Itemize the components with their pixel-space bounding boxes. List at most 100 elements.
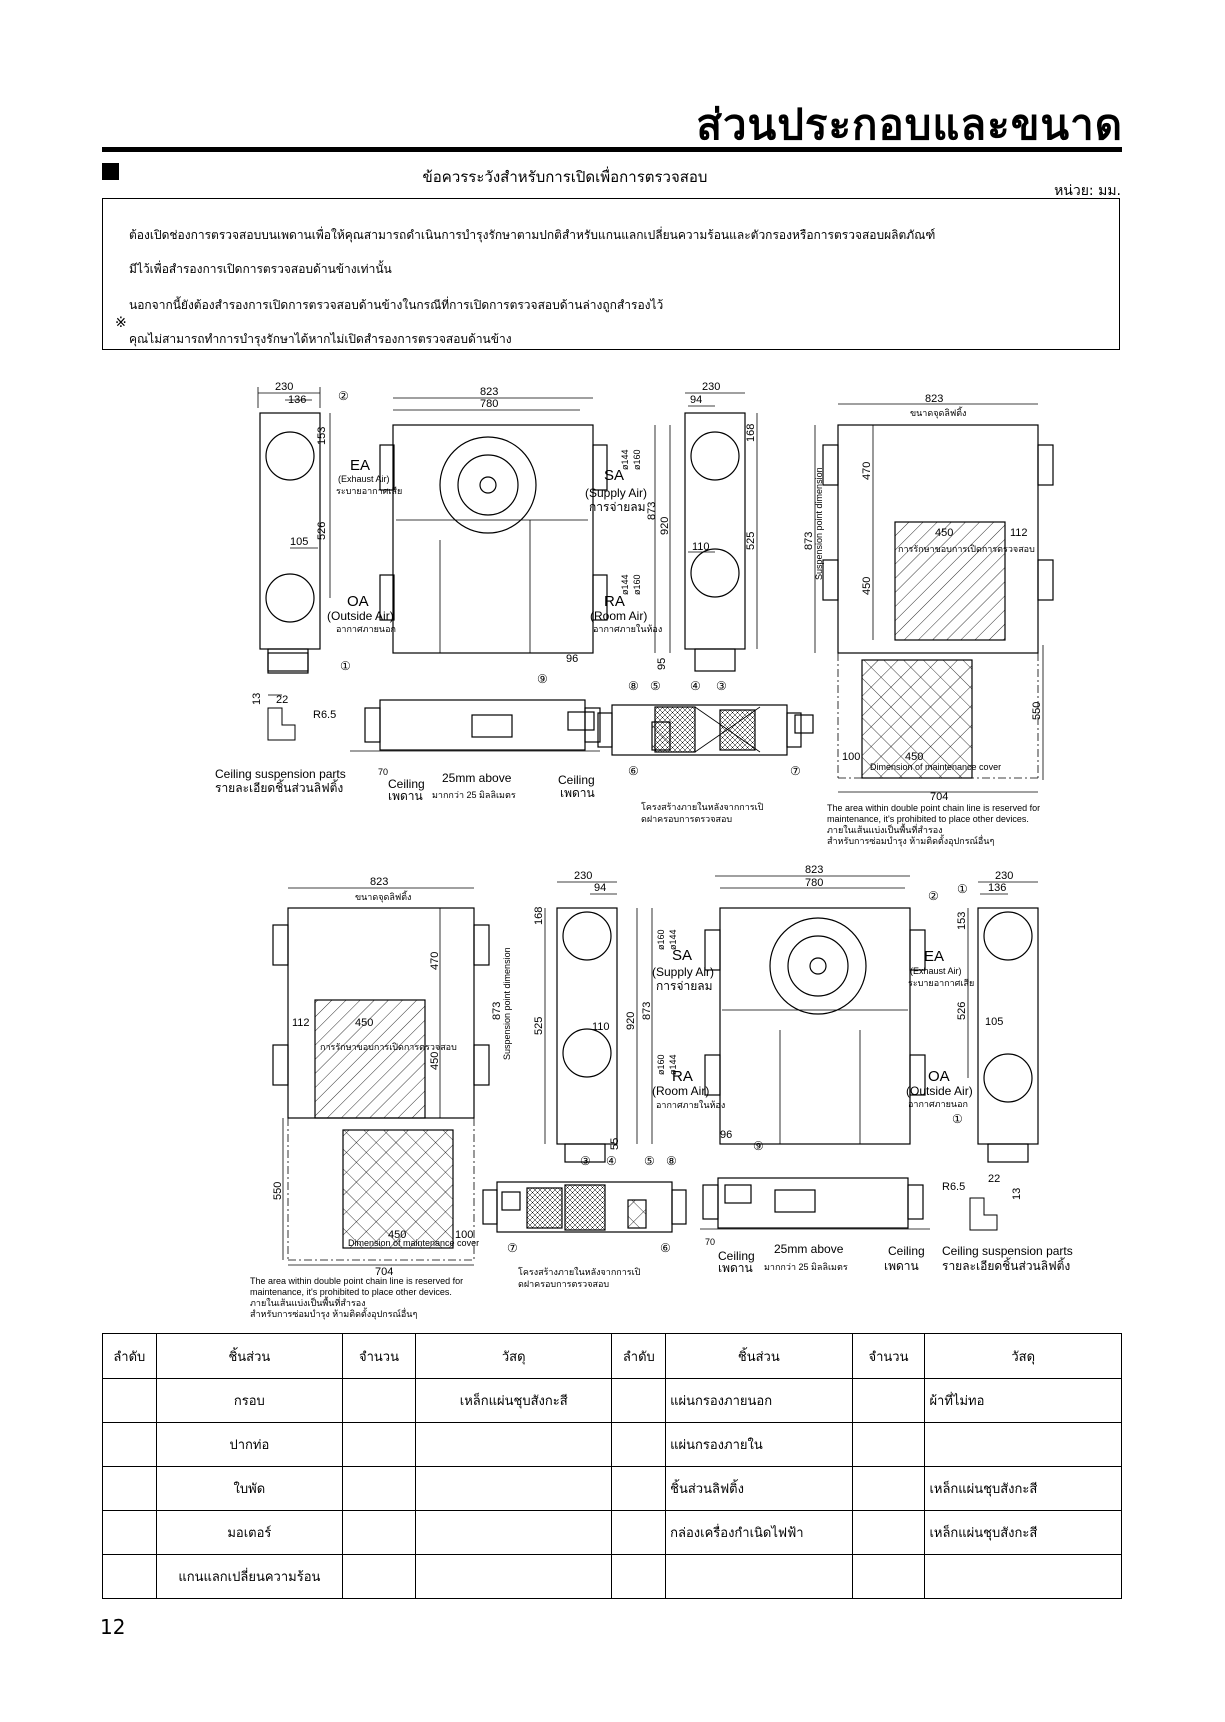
table-cell: กล่องเครื่องกำเนิดไฟฟ้า [665, 1510, 853, 1555]
callout-6: ⑥ [628, 764, 639, 778]
table-cell [851, 1466, 926, 1511]
table-cell [924, 1422, 1122, 1467]
area-note: ภายในเส้นแบ่งเป็นพื้นที่สำรอง [827, 823, 943, 835]
dim-label: 704 [375, 1266, 393, 1278]
ea-label: EA [350, 457, 370, 474]
notice-line: ต้องเปิดช่องการตรวจสอบบนเพดานเพื่อให้คุณ… [129, 228, 936, 242]
table-cell [611, 1466, 667, 1511]
notice-line: คุณไม่สามารถทำการบำรุงรักษาได้หากไม่เปิด… [129, 332, 512, 346]
dim-label: 22 [988, 1173, 1000, 1185]
callout-8: ⑧ [666, 1154, 677, 1168]
service-dim-label: การรักษาขอบการเปิดการตรวจสอบ [898, 544, 1035, 554]
table-cell: มอเตอร์ [155, 1510, 344, 1555]
header-material: วัสดุ [414, 1333, 613, 1379]
supply-air-th-label: การจ่ายลม [656, 979, 713, 993]
ceiling-suspension-parts-label: Ceiling suspension parts [215, 767, 346, 781]
page-title: ส่วนประกอบและขนาด [696, 100, 1123, 149]
dim-label: 470 [429, 952, 441, 970]
table-cell [851, 1378, 926, 1423]
title-rule [102, 147, 1122, 152]
table-cell [342, 1510, 416, 1555]
section-title: ข้อควรระวังสำหรับการเปิดเพื่อการตรวจสอบ [422, 168, 708, 186]
sa-label: SA [604, 467, 624, 484]
callout-1: ① [340, 659, 351, 673]
outside-air-th-label: อากาศภายนอก [336, 624, 396, 634]
dim-label: 873 [641, 1002, 653, 1020]
dim-label: 450 [905, 751, 923, 763]
header-part: ชิ้นส่วน [155, 1333, 344, 1379]
table-cell: ชิ้นส่วนลิฟติ้ง [665, 1466, 853, 1511]
table-cell: เหล็กแผ่นชุบสังกะสี [924, 1510, 1122, 1555]
table-cell [665, 1554, 853, 1599]
callout-2: ② [338, 389, 349, 403]
radius-label: R6.5 [313, 709, 336, 721]
table-cell [414, 1510, 613, 1555]
room-air-label: (Room Air) [590, 609, 647, 623]
table-cell [342, 1422, 416, 1467]
callout-2: ② [928, 889, 939, 903]
dim-label: 110 [592, 1021, 610, 1033]
diameter-label: ø144 [668, 929, 678, 950]
table-row: แกนแลกเปลี่ยนความร้อน [102, 1554, 1122, 1599]
dim-label: 450 [935, 527, 953, 539]
table-cell: กรอบ [155, 1378, 344, 1423]
ceiling-suspension-parts-label: Ceiling suspension parts [942, 1244, 1073, 1258]
area-note: สำหรับการซ่อมบำรุง ห้ามติดตั้งอุปกรณ์อื่… [250, 1307, 417, 1320]
ceiling-th-label: เพดาน [560, 786, 595, 800]
ceiling-label: Ceiling [718, 1249, 755, 1263]
callout-9: ⑨ [753, 1139, 764, 1153]
area-note: maintenance, it's prohibited to place ot… [827, 814, 1029, 824]
dim-label: 704 [930, 791, 948, 803]
side-view-left-bottom [544, 881, 618, 1163]
dim-label: 96 [720, 1129, 732, 1141]
dim-label: 450 [861, 577, 873, 595]
area-note: maintenance, it's prohibited to place ot… [250, 1287, 452, 1297]
callout-5: ⑤ [644, 1154, 655, 1168]
page-number: 12 [100, 1615, 126, 1639]
side-view-right-top [684, 392, 758, 672]
area-note: สำหรับการซ่อมบำรุง ห้ามติดตั้งอุปกรณ์อื่… [827, 834, 994, 847]
outside-air-th-label: อากาศภายนอก [908, 1099, 968, 1109]
dim-label: 450 [355, 1017, 373, 1029]
table-cell: เหล็กแผ่นชุบสังกะสี [924, 1466, 1122, 1511]
above-25-th-label: มากกว่า 25 มิลลิเมตร [432, 790, 516, 800]
ceiling-label: Ceiling [888, 1244, 925, 1258]
table-cell [611, 1510, 667, 1555]
maintenance-cover-label: Dimension of maintenance cover [348, 1238, 479, 1248]
area-note: The area within double point chain line … [250, 1276, 463, 1286]
callout-7: ⑦ [507, 1241, 518, 1255]
ra-label: RA [604, 593, 625, 610]
callout-3: ③ [580, 1154, 591, 1168]
dim-label: 526 [316, 522, 328, 540]
exhaust-air-th-label: ระบายอากาศเสีย [336, 486, 402, 496]
dim-label: 70 [378, 767, 388, 777]
ceiling-th-label: เพดาน [884, 1259, 919, 1273]
structure-label: ดฝาครอบการตรวจสอบ [518, 1279, 609, 1289]
dim-label: 70 [705, 1237, 715, 1247]
dim-label: 873 [646, 502, 658, 520]
table-cell [102, 1466, 157, 1511]
lifting-label: ขนาดจุดลิฟติ้ง [910, 406, 966, 419]
notice-line: นอกจากนี้ยังต้องสำรองการเปิดการตรวจสอบด้… [129, 298, 664, 312]
maintenance-cover-label: Dimension of maintenance cover [870, 762, 1001, 772]
callout-1: ① [952, 1112, 963, 1126]
callout-1: ① [957, 882, 968, 896]
ceiling-section-bottom [482, 1177, 998, 1233]
table-cell: ผ้าที่ไม่ทอ [924, 1378, 1122, 1423]
diameter-label: ø160 [632, 449, 642, 470]
dimension-drawing: 230 136 153 526 105 823 780 920 873 96 9… [215, 381, 1073, 1320]
dim-label: 153 [316, 427, 328, 445]
dim-label: 823 [925, 393, 943, 405]
dim-label: 95 [656, 658, 668, 670]
dim-label: 526 [956, 1002, 968, 1020]
table-cell [414, 1422, 613, 1467]
dim-label: 100 [842, 751, 860, 763]
callout-3: ③ [716, 679, 727, 693]
inspection-area-view-bottom [272, 887, 490, 1266]
exhaust-air-label: (Exhaust Air) [910, 966, 962, 976]
callout-8: ⑧ [628, 679, 639, 693]
exhaust-air-label: (Exhaust Air) [338, 474, 390, 484]
table-row: มอเตอร์ กล่องเครื่องกำเนิดไฟฟ้า เหล็กแผ่… [102, 1510, 1122, 1555]
dim-label: 920 [625, 1012, 637, 1030]
callout-4: ④ [690, 679, 701, 693]
